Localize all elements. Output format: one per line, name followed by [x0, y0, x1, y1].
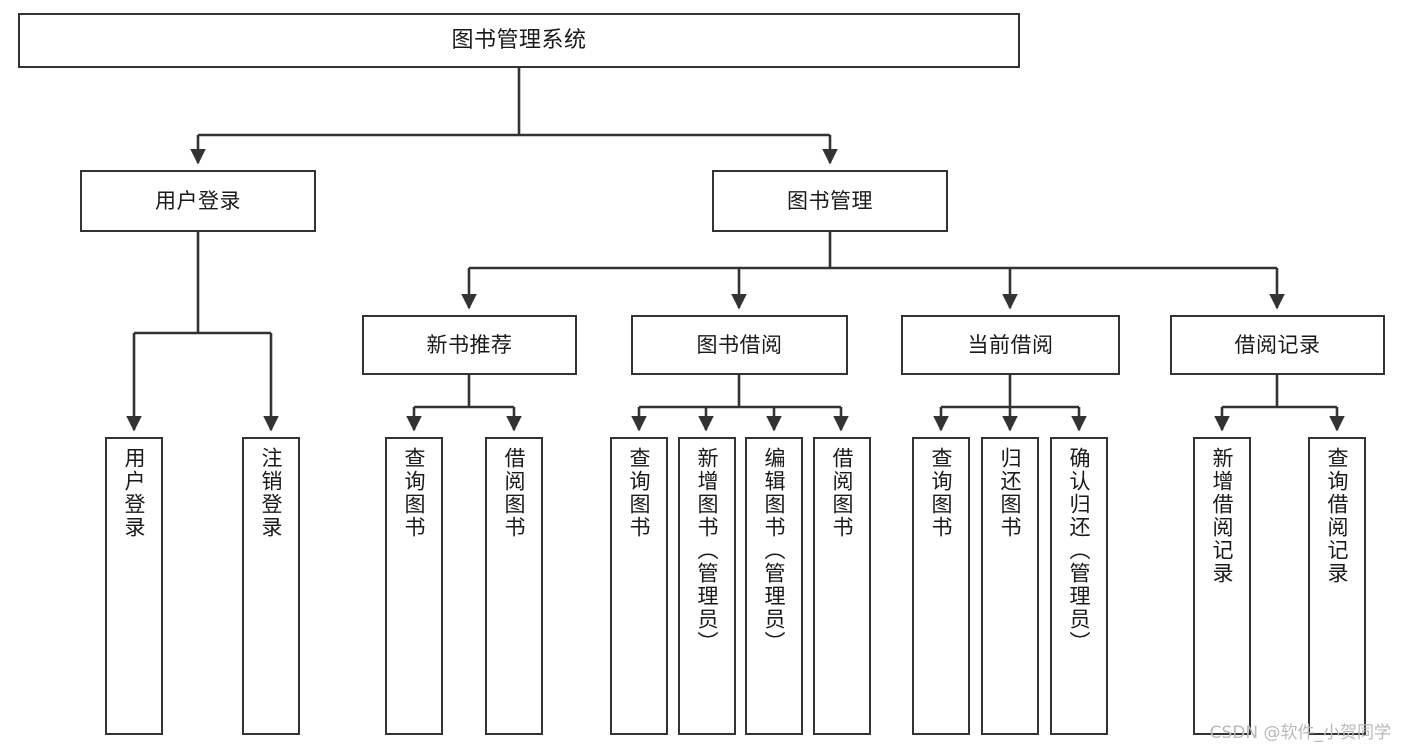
node-leaf-query-book-current[interactable]: 查询图书: [912, 437, 970, 735]
node-leaf-add-borrow-record[interactable]: 新增借阅记录: [1193, 437, 1251, 735]
node-user-login-label: 用户登录: [155, 188, 241, 213]
node-leaf-query-book-recommend[interactable]: 查询图书: [385, 437, 443, 735]
node-leaf-add-book-admin[interactable]: 新增图书（管理员）: [678, 437, 736, 735]
node-leaf-confirm-return-admin-label: 确认归还（管理员）: [1067, 447, 1092, 654]
node-leaf-edit-book-admin[interactable]: 编辑图书（管理员）: [745, 437, 803, 735]
node-user-login[interactable]: 用户登录: [80, 170, 316, 232]
node-leaf-edit-book-admin-label: 编辑图书（管理员）: [762, 447, 787, 654]
node-leaf-user-login-label: 用户登录: [122, 447, 147, 539]
node-book-manage[interactable]: 图书管理: [712, 170, 948, 232]
node-leaf-add-borrow-record-label: 新增借阅记录: [1210, 447, 1235, 585]
node-leaf-query-borrow-record[interactable]: 查询借阅记录: [1308, 437, 1366, 735]
node-book-borrow-label: 图书借阅: [696, 332, 783, 357]
node-book-manage-label: 图书管理: [787, 188, 873, 213]
node-leaf-return-book[interactable]: 归还图书: [981, 437, 1039, 735]
node-leaf-query-book-recommend-label: 查询图书: [402, 447, 427, 539]
csdn-watermark: CSDN @软件_小贺同学: [1209, 723, 1391, 743]
node-borrow-record[interactable]: 借阅记录: [1170, 315, 1385, 375]
node-leaf-add-book-admin-label: 新增图书（管理员）: [695, 447, 720, 654]
node-leaf-return-book-label: 归还图书: [998, 447, 1023, 539]
node-leaf-query-book-borrow[interactable]: 查询图书: [610, 437, 668, 735]
node-leaf-confirm-return-admin[interactable]: 确认归还（管理员）: [1050, 437, 1108, 735]
node-borrow-record-label: 借阅记录: [1234, 332, 1321, 357]
node-leaf-borrow-book-recommend[interactable]: 借阅图书: [485, 437, 543, 735]
node-new-book-recommend[interactable]: 新书推荐: [362, 315, 577, 375]
node-leaf-borrow-book[interactable]: 借阅图书: [813, 437, 871, 735]
node-new-book-recommend-label: 新书推荐: [426, 332, 513, 357]
node-root-system[interactable]: 图书管理系统: [18, 13, 1020, 68]
node-leaf-query-book-current-label: 查询图书: [929, 447, 954, 539]
node-leaf-query-borrow-record-label: 查询借阅记录: [1325, 447, 1350, 585]
node-leaf-query-book-borrow-label: 查询图书: [627, 447, 652, 539]
node-leaf-borrow-book-recommend-label: 借阅图书: [502, 447, 527, 539]
node-leaf-borrow-book-label: 借阅图书: [830, 447, 855, 539]
node-leaf-logout-label: 注销登录: [259, 447, 284, 539]
node-current-borrow-label: 当前借阅: [967, 332, 1054, 357]
node-book-borrow[interactable]: 图书借阅: [631, 315, 848, 375]
node-leaf-user-login[interactable]: 用户登录: [105, 437, 163, 735]
node-leaf-logout[interactable]: 注销登录: [242, 437, 300, 735]
node-root-system-label: 图书管理系统: [451, 27, 587, 53]
node-current-borrow[interactable]: 当前借阅: [901, 315, 1120, 375]
